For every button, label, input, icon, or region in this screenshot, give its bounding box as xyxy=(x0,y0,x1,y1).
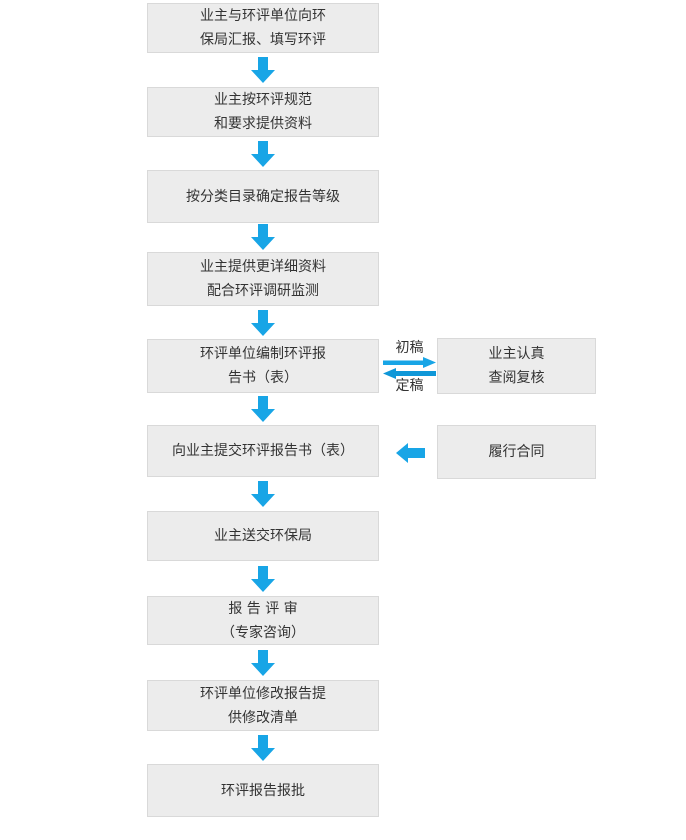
left-block-arrow-icon xyxy=(396,443,425,463)
flow-step-5: 环评单位编制环评报 告书（表） xyxy=(147,339,379,393)
flow-step-1-label: 业主与环评单位向环 保局汇报、填写环评 xyxy=(200,8,326,48)
down-arrow-icon xyxy=(251,310,275,336)
left-arrow-icon xyxy=(383,368,436,379)
down-arrow-icon xyxy=(251,481,275,507)
down-arrow-icon xyxy=(251,735,275,761)
side-box-owner-review-label: 业主认真 查阅复核 xyxy=(488,346,545,386)
swap-arrows-icon xyxy=(383,357,436,379)
flow-step-3: 按分类目录确定报告等级 xyxy=(147,170,379,223)
down-arrow-icon xyxy=(251,57,275,83)
flow-step-1: 业主与环评单位向环 保局汇报、填写环评 xyxy=(147,3,379,53)
right-arrow-icon xyxy=(383,357,436,368)
down-arrow-icon xyxy=(251,566,275,592)
down-arrow-icon xyxy=(251,396,275,422)
draft-label: 初稿 xyxy=(395,340,424,356)
flow-step-4-label: 业主提供更详细资料 配合环评调研监测 xyxy=(200,259,326,299)
flow-step-10-label: 环评报告报批 xyxy=(221,782,305,799)
flow-step-5-label: 环评单位编制环评报 告书（表） xyxy=(200,346,326,386)
final-label: 定稿 xyxy=(395,378,424,394)
flow-step-3-label: 按分类目录确定报告等级 xyxy=(186,188,340,205)
flow-step-7-label: 业主送交环保局 xyxy=(214,528,312,544)
flow-step-9: 环评单位修改报告提 供修改清单 xyxy=(147,680,379,731)
flow-step-6: 向业主提交环评报告书（表） xyxy=(147,425,379,477)
flow-step-9-label: 环评单位修改报告提 供修改清单 xyxy=(200,685,326,726)
flow-step-10: 环评报告报批 xyxy=(147,764,379,817)
flow-step-8-label: 报 告 评 审 （专家咨询） xyxy=(221,600,305,641)
side-box-owner-review: 业主认真 查阅复核 xyxy=(437,338,596,394)
down-arrow-icon xyxy=(251,141,275,167)
flow-step-6-label: 向业主提交环评报告书（表） xyxy=(172,443,354,459)
flow-step-2-label: 业主按环评规范 和要求提供资料 xyxy=(214,92,312,132)
down-arrow-icon xyxy=(251,650,275,676)
side-box-fulfill-contract-label: 履行合同 xyxy=(488,444,545,460)
flow-step-7: 业主送交环保局 xyxy=(147,511,379,561)
flow-step-2: 业主按环评规范 和要求提供资料 xyxy=(147,87,379,137)
flow-step-4: 业主提供更详细资料 配合环评调研监测 xyxy=(147,252,379,306)
flow-step-8: 报 告 评 审 （专家咨询） xyxy=(147,596,379,645)
side-box-fulfill-contract: 履行合同 xyxy=(437,425,596,479)
down-arrow-icon xyxy=(251,224,275,250)
